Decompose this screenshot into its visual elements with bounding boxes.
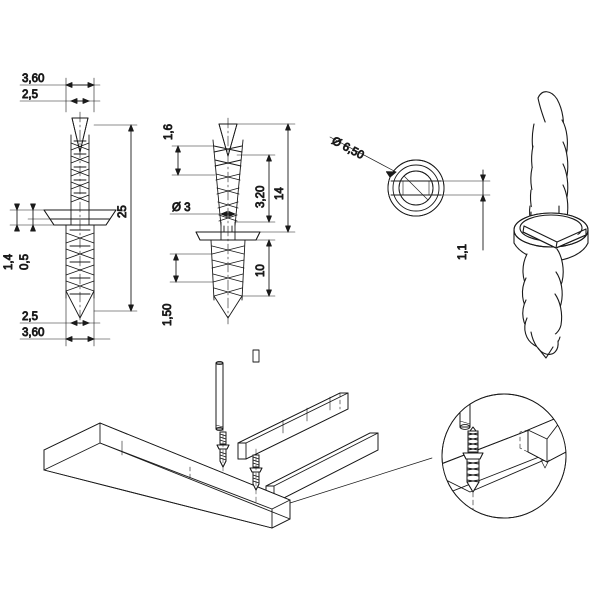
dimension-label-2-5-top: 2,5 (22, 89, 38, 101)
view-top-plan: Ø 6,50 1,1 (329, 135, 491, 260)
dimension-label-14: 14 (274, 187, 286, 200)
view-detail-callout (289, 393, 567, 519)
dimension-label-25: 25 (117, 205, 129, 218)
view-assembly (43, 349, 379, 529)
dimension-label-10: 10 (255, 264, 267, 277)
dimension-label-1-50: 1,50 (162, 304, 174, 326)
dimension-label-2-5-bottom: 2,5 (22, 311, 38, 323)
dimension-label-1-6: 1,6 (163, 124, 175, 140)
view-front-middle: 1,6 Ø 3 3,20 14 (162, 117, 296, 326)
dimension-label-3-60-bottom: 3,60 (22, 327, 44, 339)
dimension-label-0-5: 0,5 (19, 254, 31, 270)
dimension-upper-thread-length (234, 154, 276, 223)
dimension-lower-thread-length (241, 239, 276, 297)
assembly-screw-lower (249, 349, 263, 506)
assembly-screw-upper (216, 425, 230, 473)
dimension-slot-width (440, 169, 491, 251)
dimension-upper-overall-length (236, 123, 296, 233)
view-front-left: 3,60 2,5 25 1,4 (3, 73, 138, 347)
dimension-thread-pitch-top (171, 145, 216, 176)
leader-flange-diameter (329, 136, 397, 178)
dimension-label-1-1: 1,1 (457, 244, 469, 260)
dimension-bottom-width-inner (19, 320, 101, 326)
assembly-cross-rail (43, 422, 291, 529)
iso-flange-washer (513, 212, 589, 262)
dimension-flange-thickness-lower (27, 203, 51, 232)
dimension-label-3-20: 3,20 (255, 186, 267, 208)
dimension-label-3-60-top: 3,60 (22, 73, 44, 85)
dimension-label-dia-6-50: Ø 6,50 (330, 135, 366, 162)
assembly-rail-rear (237, 392, 349, 460)
dimension-shank-diameter (169, 211, 236, 217)
dimension-thread-pitch-bottom (169, 253, 214, 283)
dimension-bottom-width-outer (19, 297, 111, 347)
dimension-flange-thickness-total (9, 203, 55, 232)
assembly-dowel-pin (215, 360, 224, 432)
dimension-overall-length (93, 124, 138, 312)
dimension-label-1-4: 1,4 (3, 253, 15, 270)
dimension-top-width-inner (19, 98, 101, 104)
dimension-label-dia-3: Ø 3 (172, 202, 191, 214)
dimension-top-width-outer (19, 77, 101, 113)
middle-shank (220, 221, 236, 233)
view-isometric-screw (513, 91, 589, 359)
